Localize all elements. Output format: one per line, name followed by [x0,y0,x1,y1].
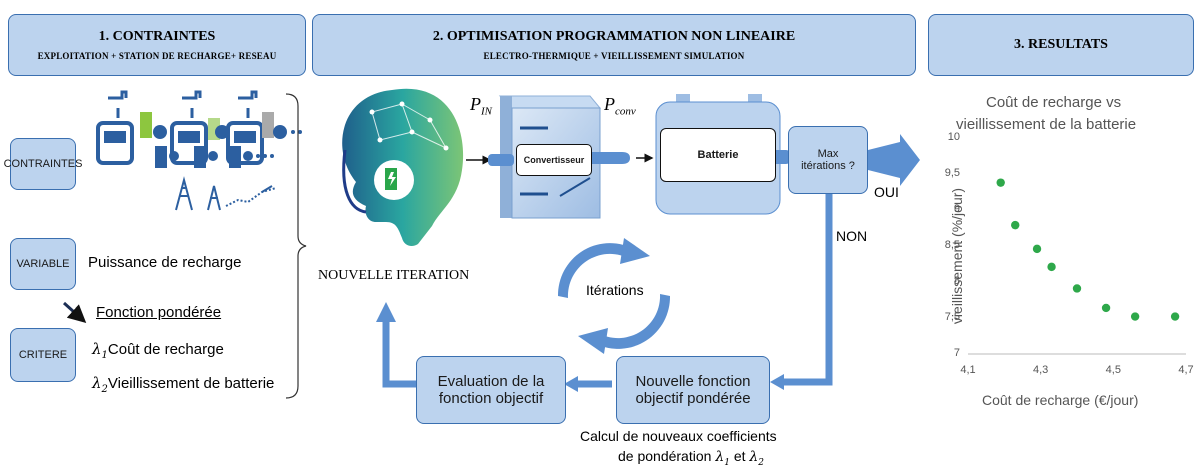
nouvelle-line2: objectif pondérée [635,390,751,407]
variable-box: VARIABLE [10,238,76,290]
chart-point [1011,220,1020,230]
chart-y-tick-label: 9 [953,203,960,215]
optimisation-header-subtitle: ELECTRO-THERMIQUE + VIEILLISSEMENT SIMUL… [483,51,745,61]
results-header: 3. RESULTATS [928,14,1194,76]
lambda2-symbol: λ2 [92,374,108,395]
max-iter-line2: itérations ? [801,160,855,172]
non-arrow [782,194,833,386]
optimisation-header: 2. OPTIMISATION PROGRAMMATION NON LINEAI… [312,14,916,76]
ai-head-icon [342,88,464,247]
nouvelle-fonction-box: Nouvelle fonction objectif pondérée [616,356,770,424]
results-header-title: 3. RESULTATS [1014,37,1108,52]
calc-lambda1: λ1 [715,449,730,468]
chart-x-tick-label: 4,1 [960,364,976,376]
max-iterations-box: Max itérations ? [788,126,868,194]
calc-line1: Calcul de nouveaux coefficients [580,428,777,444]
chart-y-tick-label: 7,5 [944,311,960,323]
calc-line2: de pondération λ1 et λ2 [618,448,764,468]
max-iter-line1: Max [817,148,839,160]
lambda2-line: λ2Vieillissement de batterie [92,374,274,395]
oui-arrow [868,134,920,186]
constraints-header: 1. CONTRAINTES EXPLOITATION + STATION DE… [8,14,306,76]
evaluation-line1: Evaluation de la [437,373,545,390]
p-in-label: PIN [470,94,492,118]
chart-y-tick-label: 9,5 [944,167,960,179]
scatter-chart [968,178,1186,355]
left-brace [285,93,307,399]
bus-icons [96,90,302,165]
chart-point [1170,312,1180,321]
chart-y-tick-label: 10 [947,131,960,143]
power-grid-icons [175,176,277,211]
iterations-label: Itérations [586,282,644,298]
chart-y-tick-label: 8,5 [944,239,960,251]
oui-label: OUI [874,184,899,200]
nouvelle-line1: Nouvelle fonction [635,373,751,390]
chart-x-tick-label: 4,3 [1033,364,1049,376]
lambda1-text: Coût de recharge [107,341,224,358]
chart-title-line1: Coût de recharge vs [986,94,1122,111]
battery-label-box: Batterie [660,128,776,182]
lambda1-symbol: λ1 [92,340,108,361]
calc-line2-text: de pondération [618,448,712,464]
lambda1-line: λ1Coût de recharge [92,340,224,361]
critere-label: CRITERE [18,349,68,361]
calc-lambda2: λ2 [749,449,764,468]
function-pointer-arrow [62,301,87,324]
evaluation-to-iteration-arrow [382,320,418,388]
evaluation-box: Evaluation de la fonction objectif [416,356,566,424]
battery-label: Batterie [697,149,739,161]
new-iteration-label: NOUVELLE ITERATION [318,268,470,283]
p-conv-label: Pconv [604,94,636,118]
converter-label-box: Convertisseur [516,144,592,176]
chart-x-tick-label: 4,5 [1105,364,1121,376]
critere-box: CRITERE [10,328,76,382]
non-label: NON [836,228,868,244]
chart-y-tick-label: 7 [953,347,960,359]
constraints-header-subtitle: EXPLOITATION + STATION DE RECHARGE+ RESE… [37,51,277,61]
iterations-cycle-icon [557,238,671,354]
contraintes-box: CONTRAINTES [4,138,82,190]
chart-point [1032,244,1042,254]
chart-point [1101,303,1111,313]
chart-x-tick-label: 4,7 [1178,364,1194,376]
variable-value: Puissance de recharge [88,254,242,271]
chart-y-tick-label: 8 [953,275,960,287]
chart-point [1072,284,1082,293]
constraints-header-title: 1. CONTRAINTES [98,29,216,44]
chart-x-label: Coût de recharge (€/jour) [982,392,1139,408]
chart-point [1047,262,1056,272]
variable-label: VARIABLE [16,258,70,270]
calc-and: et [733,448,746,464]
optimisation-header-title: 2. OPTIMISATION PROGRAMMATION NON LINEAI… [432,29,796,44]
charging-station-icons [155,146,274,168]
chart-point [1130,312,1140,321]
contraintes-label: CONTRAINTES [3,158,83,170]
chart-point [996,178,1005,187]
function-title: Fonction pondérée [96,304,222,321]
converter-label: Convertisseur [523,155,585,165]
lambda2-text: Vieillissement de batterie [107,375,275,392]
chart-title-line2: vieillissement de la batterie [956,116,1137,133]
evaluation-line2: fonction objectif [438,390,544,407]
